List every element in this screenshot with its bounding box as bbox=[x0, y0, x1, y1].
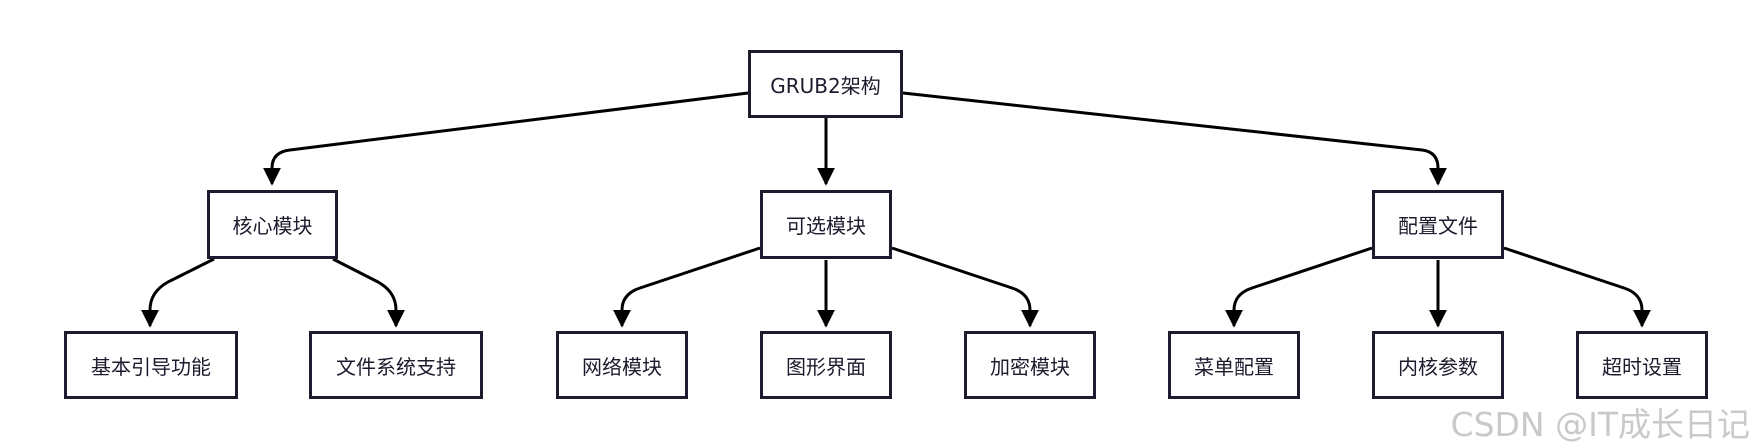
node-crypto-module: 加密模块 bbox=[964, 331, 1096, 399]
edge-config-menu bbox=[1225, 246, 1373, 328]
node-grub2-architecture: GRUB2架构 bbox=[748, 50, 903, 118]
node-basic-boot: 基本引导功能 bbox=[64, 331, 238, 399]
node-menu-config: 菜单配置 bbox=[1168, 331, 1300, 399]
node-network-module: 网络模块 bbox=[556, 331, 688, 399]
node-fs-support: 文件系统支持 bbox=[309, 331, 483, 399]
edge-root-core bbox=[263, 91, 749, 186]
node-kernel-params: 内核参数 bbox=[1372, 331, 1504, 399]
edge-core-basic bbox=[141, 257, 215, 328]
edge-root-config bbox=[902, 91, 1447, 186]
node-gui: 图形界面 bbox=[760, 331, 892, 399]
node-config-files: 配置文件 bbox=[1372, 190, 1504, 259]
node-timeout-settings: 超时设置 bbox=[1576, 331, 1708, 399]
node-core-modules: 核心模块 bbox=[207, 190, 338, 259]
node-optional-modules: 可选模块 bbox=[760, 190, 892, 259]
edge-config-timeout bbox=[1503, 246, 1651, 328]
edge-optional-network bbox=[613, 246, 761, 328]
edge-optional-crypto bbox=[891, 246, 1039, 328]
watermark: CSDN @IT成长日记 bbox=[1450, 405, 1750, 444]
edge-core-fs bbox=[332, 257, 405, 328]
